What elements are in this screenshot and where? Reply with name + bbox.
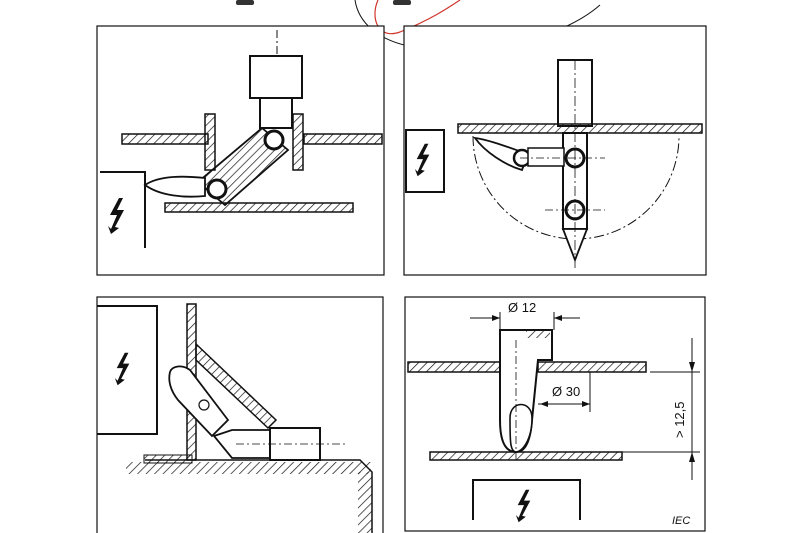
dimension-top-diameter: Ø 12 <box>508 300 536 315</box>
dimension-mid-diameter: Ø 30 <box>552 384 580 399</box>
panel-bottom-left <box>96 296 384 533</box>
iec-label: IEC <box>672 515 690 527</box>
panel-top-left <box>96 25 385 276</box>
panel-top-right <box>403 25 707 276</box>
dimension-gap: > 12,5 <box>672 401 687 438</box>
red-annotation-stroke <box>374 0 461 35</box>
panel-bottom-right: Ø 12 Ø 30 > 12,5 IEC <box>404 296 706 532</box>
